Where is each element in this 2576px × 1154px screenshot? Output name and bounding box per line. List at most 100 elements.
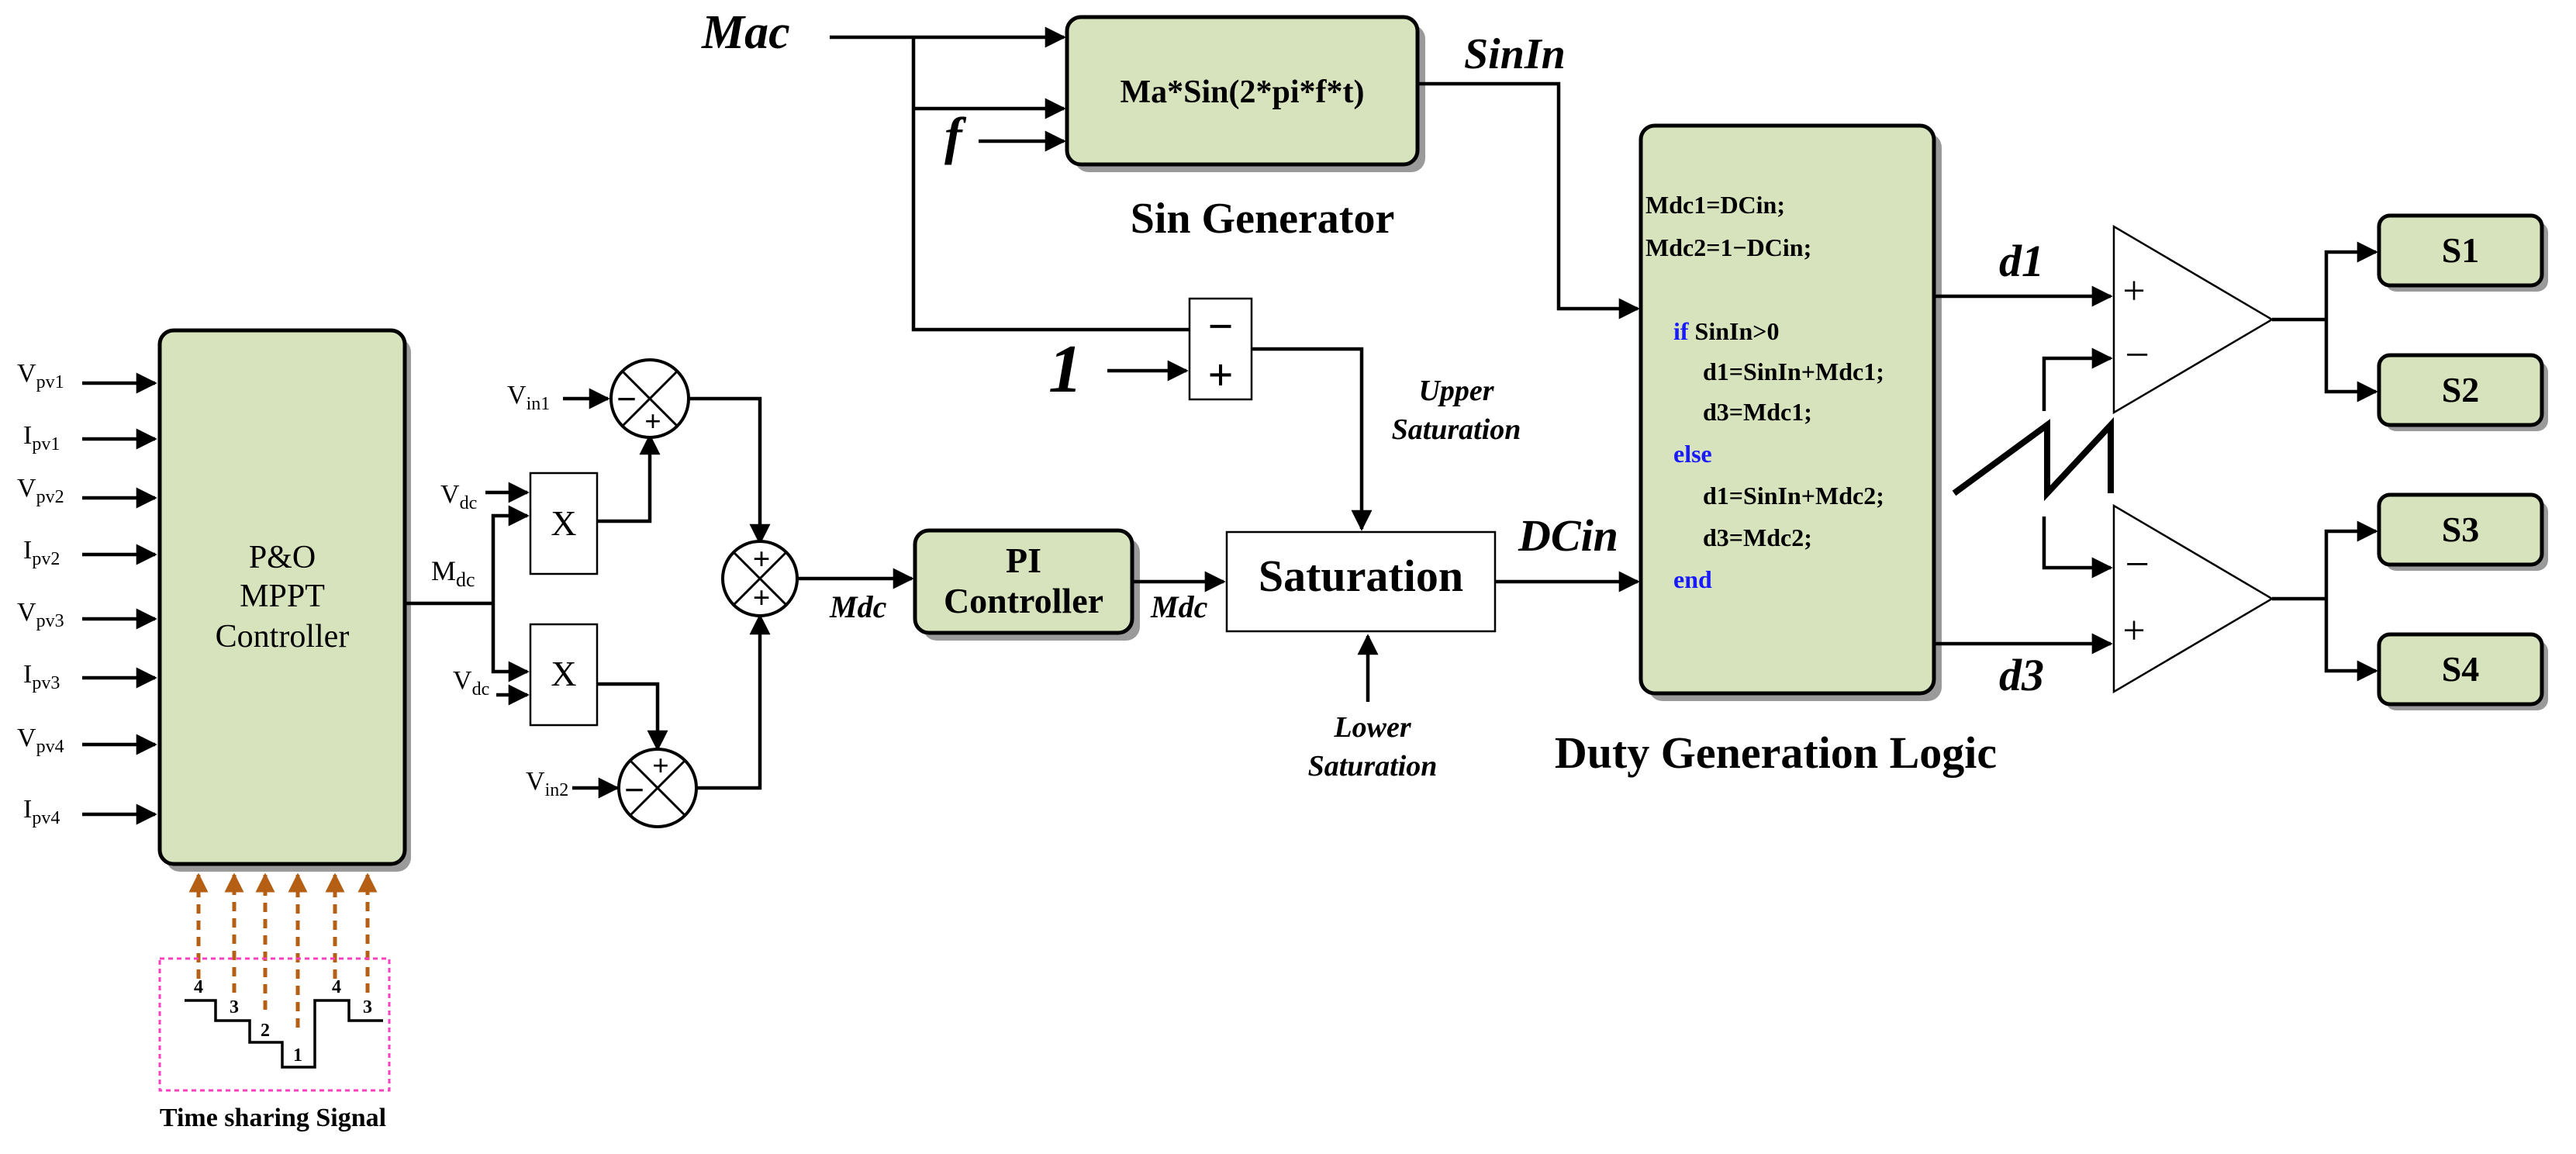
mdc-label-2: Mdc (1150, 589, 1208, 624)
comparator-2 (2112, 503, 2274, 694)
step-label-3: 2 (261, 1021, 270, 1041)
code-line-9: d3=Mdc2; (1703, 523, 1812, 551)
sin-generator-expression: Ma*Sin(2*pi*f*t) (1121, 74, 1365, 110)
code-line-4-text: SinIn>0 (1689, 317, 1780, 345)
vin1-main: V (507, 381, 527, 409)
constant-one-label: 1 (1048, 332, 1083, 407)
summing-junction-adder (721, 540, 799, 617)
multiplier-bottom-symbol: X (551, 654, 576, 693)
input-vpv3-main: V (17, 598, 36, 627)
code-line-2: Mdc2=1−DCin; (1645, 233, 1811, 261)
input-vpv4: Vpv4 (17, 724, 64, 757)
mppt-input-labels: Vpv1 Ipv1 Vpv2 Ipv2 Vpv3 Ipv3 Vpv4 Ipv4 (17, 359, 64, 828)
switch-s2: S2 (2377, 353, 2548, 431)
input-vpv4-sub: pv4 (36, 737, 64, 757)
input-vpv1: Vpv1 (17, 359, 64, 392)
code-line-5-text: d1=SinIn+Mdc1; (1703, 358, 1884, 385)
switch-s3: S3 (2377, 492, 2548, 571)
code-line-1: Mdc1=DCin; (1645, 191, 1785, 219)
f-input-label: f (944, 106, 967, 165)
duty-logic-title: Duty Generation Logic (1555, 727, 1997, 778)
mdc-output-sub: dc (456, 568, 475, 591)
mppt-input-arrows (82, 372, 157, 825)
time-sharing-staircase (185, 999, 383, 1069)
comparator-1 (2112, 224, 2274, 415)
code-line-5: d1=SinIn+Mdc1; (1703, 358, 1884, 385)
switch-s3-label: S3 (2442, 510, 2480, 549)
input-ipv2: Ipv2 (23, 536, 60, 569)
input-ipv4-main: I (23, 795, 32, 824)
input-vpv2-sub: pv2 (36, 487, 64, 507)
input-vpv2-main: V (17, 474, 36, 503)
input-vpv1-sub: pv1 (36, 372, 64, 392)
mppt-controller-block: P&O MPPT Controller (157, 328, 411, 872)
duty-logic-code: Mdc1=DCin; Mdc2=1−DCin; if SinIn>0 d1=Si… (1645, 191, 1884, 593)
code-line-4: if SinIn>0 (1673, 317, 1780, 345)
dcin-signal-label: DCin (1518, 510, 1618, 561)
comparator2-minus: − (2125, 541, 2150, 589)
lower-saturation-line2: Saturation (1308, 750, 1438, 783)
saturation-block (1225, 530, 1497, 633)
input-ipv1-main: I (23, 421, 32, 450)
vdc-top-main: V (440, 480, 460, 509)
mppt-line-2: MPPT (240, 579, 325, 614)
step-label-4: 1 (293, 1045, 302, 1066)
sin-generator-title: Sin Generator (1131, 195, 1395, 243)
switch-s2-label: S2 (2442, 370, 2480, 409)
code-line-2-text: Mdc2=1−DCin; (1645, 233, 1811, 261)
input-ipv2-main: I (23, 536, 32, 565)
input-vpv2: Vpv2 (17, 474, 64, 507)
carrier-sawtooth (1952, 416, 2114, 502)
mdc-label-1: Mdc (829, 589, 887, 624)
code-line-10: end (1673, 565, 1712, 593)
code-line-6: d3=Mdc1; (1703, 398, 1812, 426)
time-sharing-arrows (188, 872, 378, 1028)
input-vpv3: Vpv3 (17, 598, 64, 631)
upper-saturation-line1: Upper (1418, 375, 1494, 407)
junction2-plus: + (652, 750, 669, 783)
pi-controller-block: PI Controller (913, 528, 1140, 641)
vin2-label: Vin2 (526, 767, 568, 800)
mppt-line-3: Controller (216, 619, 350, 655)
code-line-1-text: Mdc1=DCin; (1645, 191, 1785, 219)
code-line-6-text: d3=Mdc1; (1703, 398, 1812, 426)
input-vpv3-sub: pv3 (36, 611, 64, 631)
switch-s1: S1 (2377, 213, 2548, 292)
input-ipv3-main: I (23, 660, 32, 689)
mdc-output-label: Mdc (431, 555, 475, 591)
mdc-output-main: M (431, 555, 456, 586)
step-label-2: 3 (230, 997, 239, 1018)
code-line-7: else (1673, 440, 1712, 468)
vin1-label: Vin1 (507, 381, 550, 414)
vin2-main: V (526, 767, 545, 796)
vdc-bottom-sub: dc (472, 679, 490, 700)
vin1-sub: in1 (527, 394, 551, 414)
subtractor-plus: + (1207, 350, 1233, 400)
code-line-9-text: d3=Mdc2; (1703, 523, 1812, 551)
code-keyword-else: else (1673, 440, 1712, 468)
input-ipv1: Ipv1 (23, 421, 60, 454)
step-label-5: 4 (332, 977, 341, 997)
upper-saturation-line2: Saturation (1392, 413, 1521, 446)
adder-plus-bottom: + (753, 580, 771, 615)
subtractor-block (1188, 297, 1253, 401)
switch-s4: S4 (2377, 632, 2548, 710)
code-line-8-text: d1=SinIn+Mdc2; (1703, 482, 1884, 510)
input-ipv3-sub: pv3 (32, 673, 60, 693)
switch-s1-label: S1 (2442, 230, 2480, 270)
d1-signal-label: d1 (1999, 236, 2044, 286)
vdc-bottom-main: V (453, 666, 472, 695)
step-label-1: 4 (194, 977, 203, 997)
adder-plus-top: + (753, 541, 771, 576)
d3-signal-label: d3 (1999, 650, 2044, 700)
time-sharing-box (158, 957, 391, 1092)
pi-controller-line1: PI (1006, 541, 1041, 580)
comparator1-minus: − (2125, 331, 2150, 379)
mac-input-label: Mac (701, 6, 790, 59)
input-vpv1-main: V (17, 359, 36, 388)
step-label-6: 3 (363, 997, 372, 1018)
sin-generator-block: Ma*Sin(2*pi*f*t) (1065, 15, 1425, 172)
duty-logic-block (1638, 123, 1942, 701)
vdc-label-bottom: Vdc (453, 666, 489, 700)
